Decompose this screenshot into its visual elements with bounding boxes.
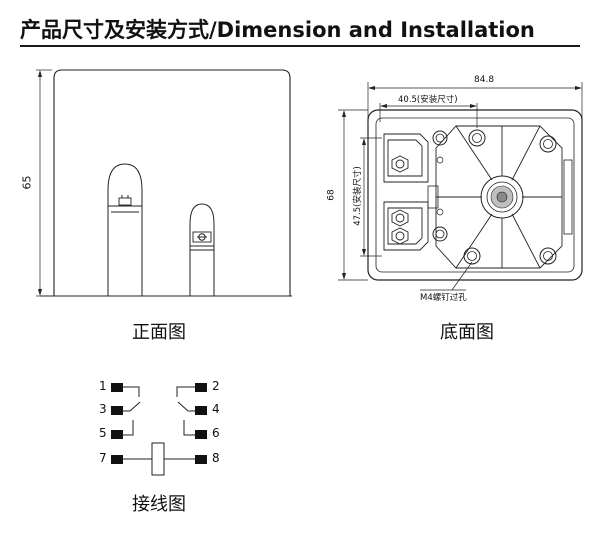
pin-label-5: 5 [99,426,107,440]
terminal-5 [111,430,123,439]
relay-coil [123,442,195,476]
front-terminal-right [189,203,215,296]
pin-label-3: 3 [99,402,107,416]
pin-label-2: 2 [212,379,220,393]
pin-label-8: 8 [212,451,220,465]
bottom-width-dim-label: 84.8 [474,75,495,85]
bottom-view [338,82,583,291]
bottom-housing-inner [375,117,575,273]
terminal-2 [195,383,207,392]
terminal-7 [111,455,123,464]
pin-label-7: 7 [99,451,107,465]
front-view-caption: 正面图 [132,322,186,343]
bottom-mounting-holes [432,129,557,265]
bottom-view-caption: 底面图 [440,322,494,343]
wiring-diagram [111,383,207,476]
bottom-left-pockets [383,133,429,251]
terminal-6 [195,430,207,439]
terminal-3 [111,406,123,415]
front-body-outline [53,69,291,296]
bottom-center-structure [427,125,573,269]
bottom-hole-spacing-y-label: 47.5(安装尺寸) [353,166,363,226]
right-contact-switch [176,386,195,436]
bottom-height-dim-label: 68 [326,189,337,201]
terminal-8 [195,455,207,464]
bottom-housing-outer [367,109,583,281]
wiring-caption: 接线图 [132,494,186,515]
bottom-hole-spacing-x-label: 40.5(安装尺寸) [398,95,458,105]
front-view [36,69,292,297]
screw-note-label: M4螺钉过孔 [420,293,467,303]
pin-label-6: 6 [212,426,220,440]
pin-label-4: 4 [212,402,220,416]
left-contact-switch [123,386,141,436]
terminal-4 [195,406,207,415]
front-height-dim-label: 65 [20,175,34,190]
front-terminal-left [107,163,143,296]
title-underline [20,45,580,47]
page-title: 产品尺寸及安装方式/Dimension and Installation [20,18,535,42]
screw-note-leader [451,261,473,291]
pin-label-1: 1 [99,379,107,393]
terminal-1 [111,383,123,392]
